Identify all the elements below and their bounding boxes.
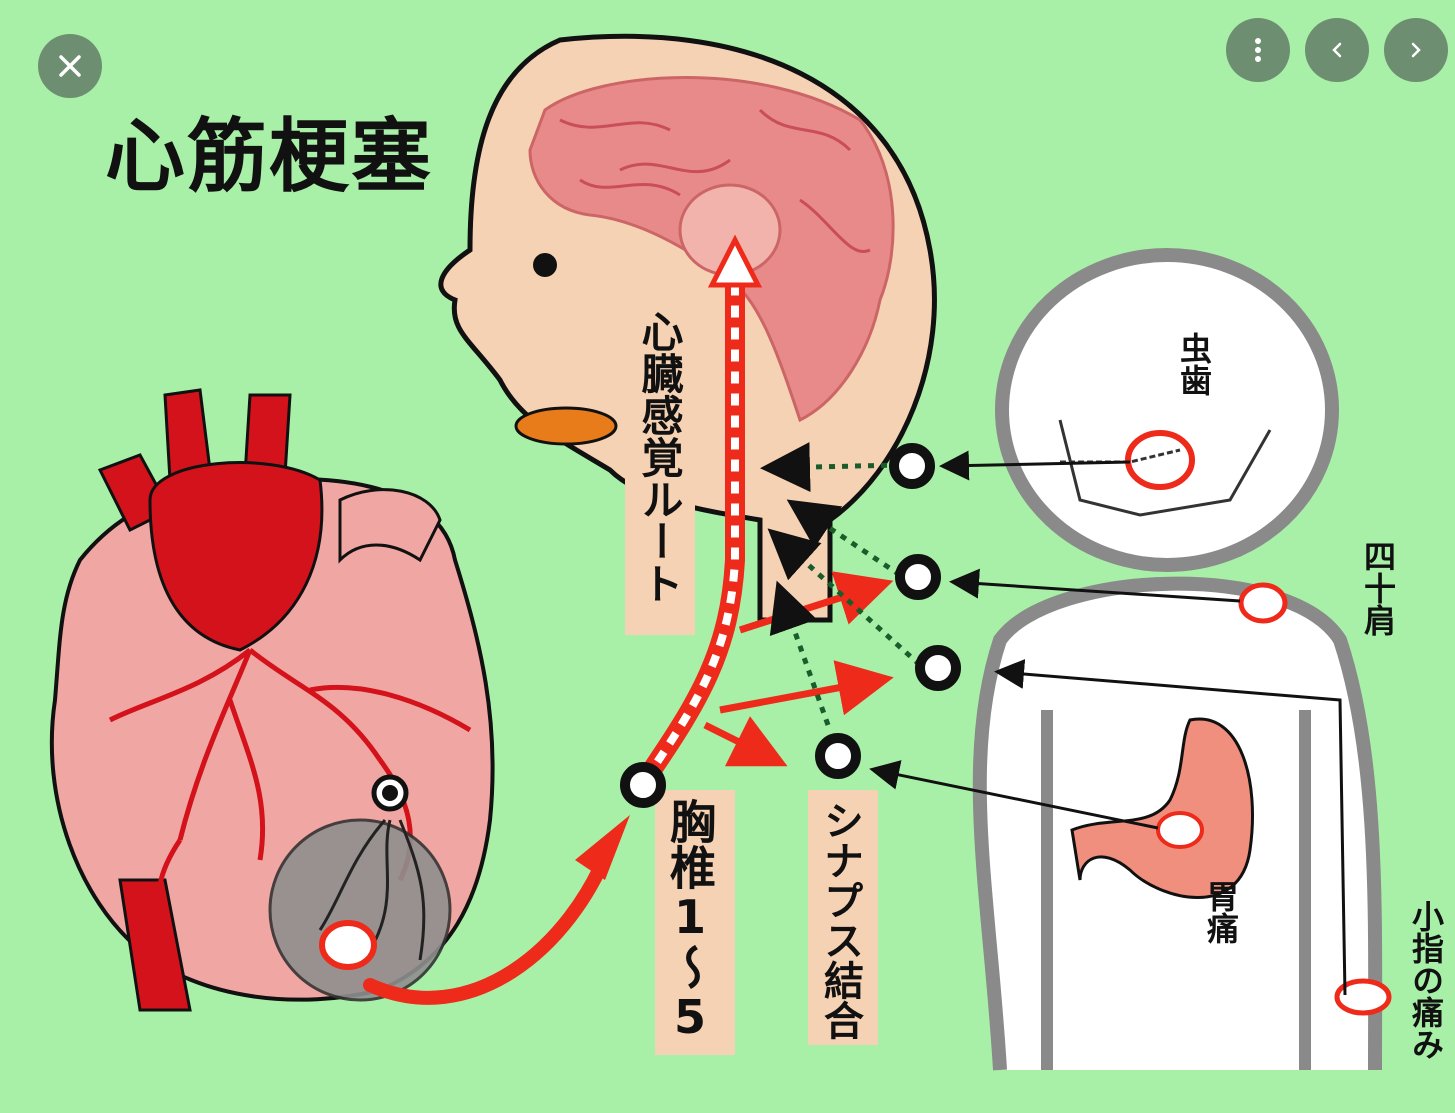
shoulder-marker <box>1241 585 1285 621</box>
mouth <box>516 408 616 444</box>
diagram-title: 心筋梗塞 <box>105 92 433 208</box>
stomach-marker <box>1158 813 1202 847</box>
close-button[interactable] <box>38 34 102 98</box>
previous-button[interactable] <box>1305 18 1369 82</box>
frozen-shoulder-label: 四十肩 <box>1362 540 1394 636</box>
little-finger-pain-label: 小指の痛み <box>1410 900 1442 1060</box>
more-options-button[interactable] <box>1226 18 1290 82</box>
next-button[interactable] <box>1384 18 1448 82</box>
chevron-right-icon <box>1406 40 1426 60</box>
eye <box>533 253 557 277</box>
body-head <box>1002 255 1332 565</box>
tooth-decay-label: 虫歯 <box>1178 332 1210 396</box>
chevron-left-icon <box>1327 40 1347 60</box>
close-icon <box>56 52 84 80</box>
sensory-route-label: 心臓感覚ルート <box>638 310 680 604</box>
thoracic-vertebrae-label: 胸椎1〜5 <box>667 798 713 1044</box>
stomachache-label: 胃痛 <box>1205 880 1237 944</box>
more-vertical-icon <box>1253 36 1263 64</box>
pain-origin-marker <box>322 923 374 967</box>
synapse-label: シナプス結合 <box>820 800 860 1040</box>
